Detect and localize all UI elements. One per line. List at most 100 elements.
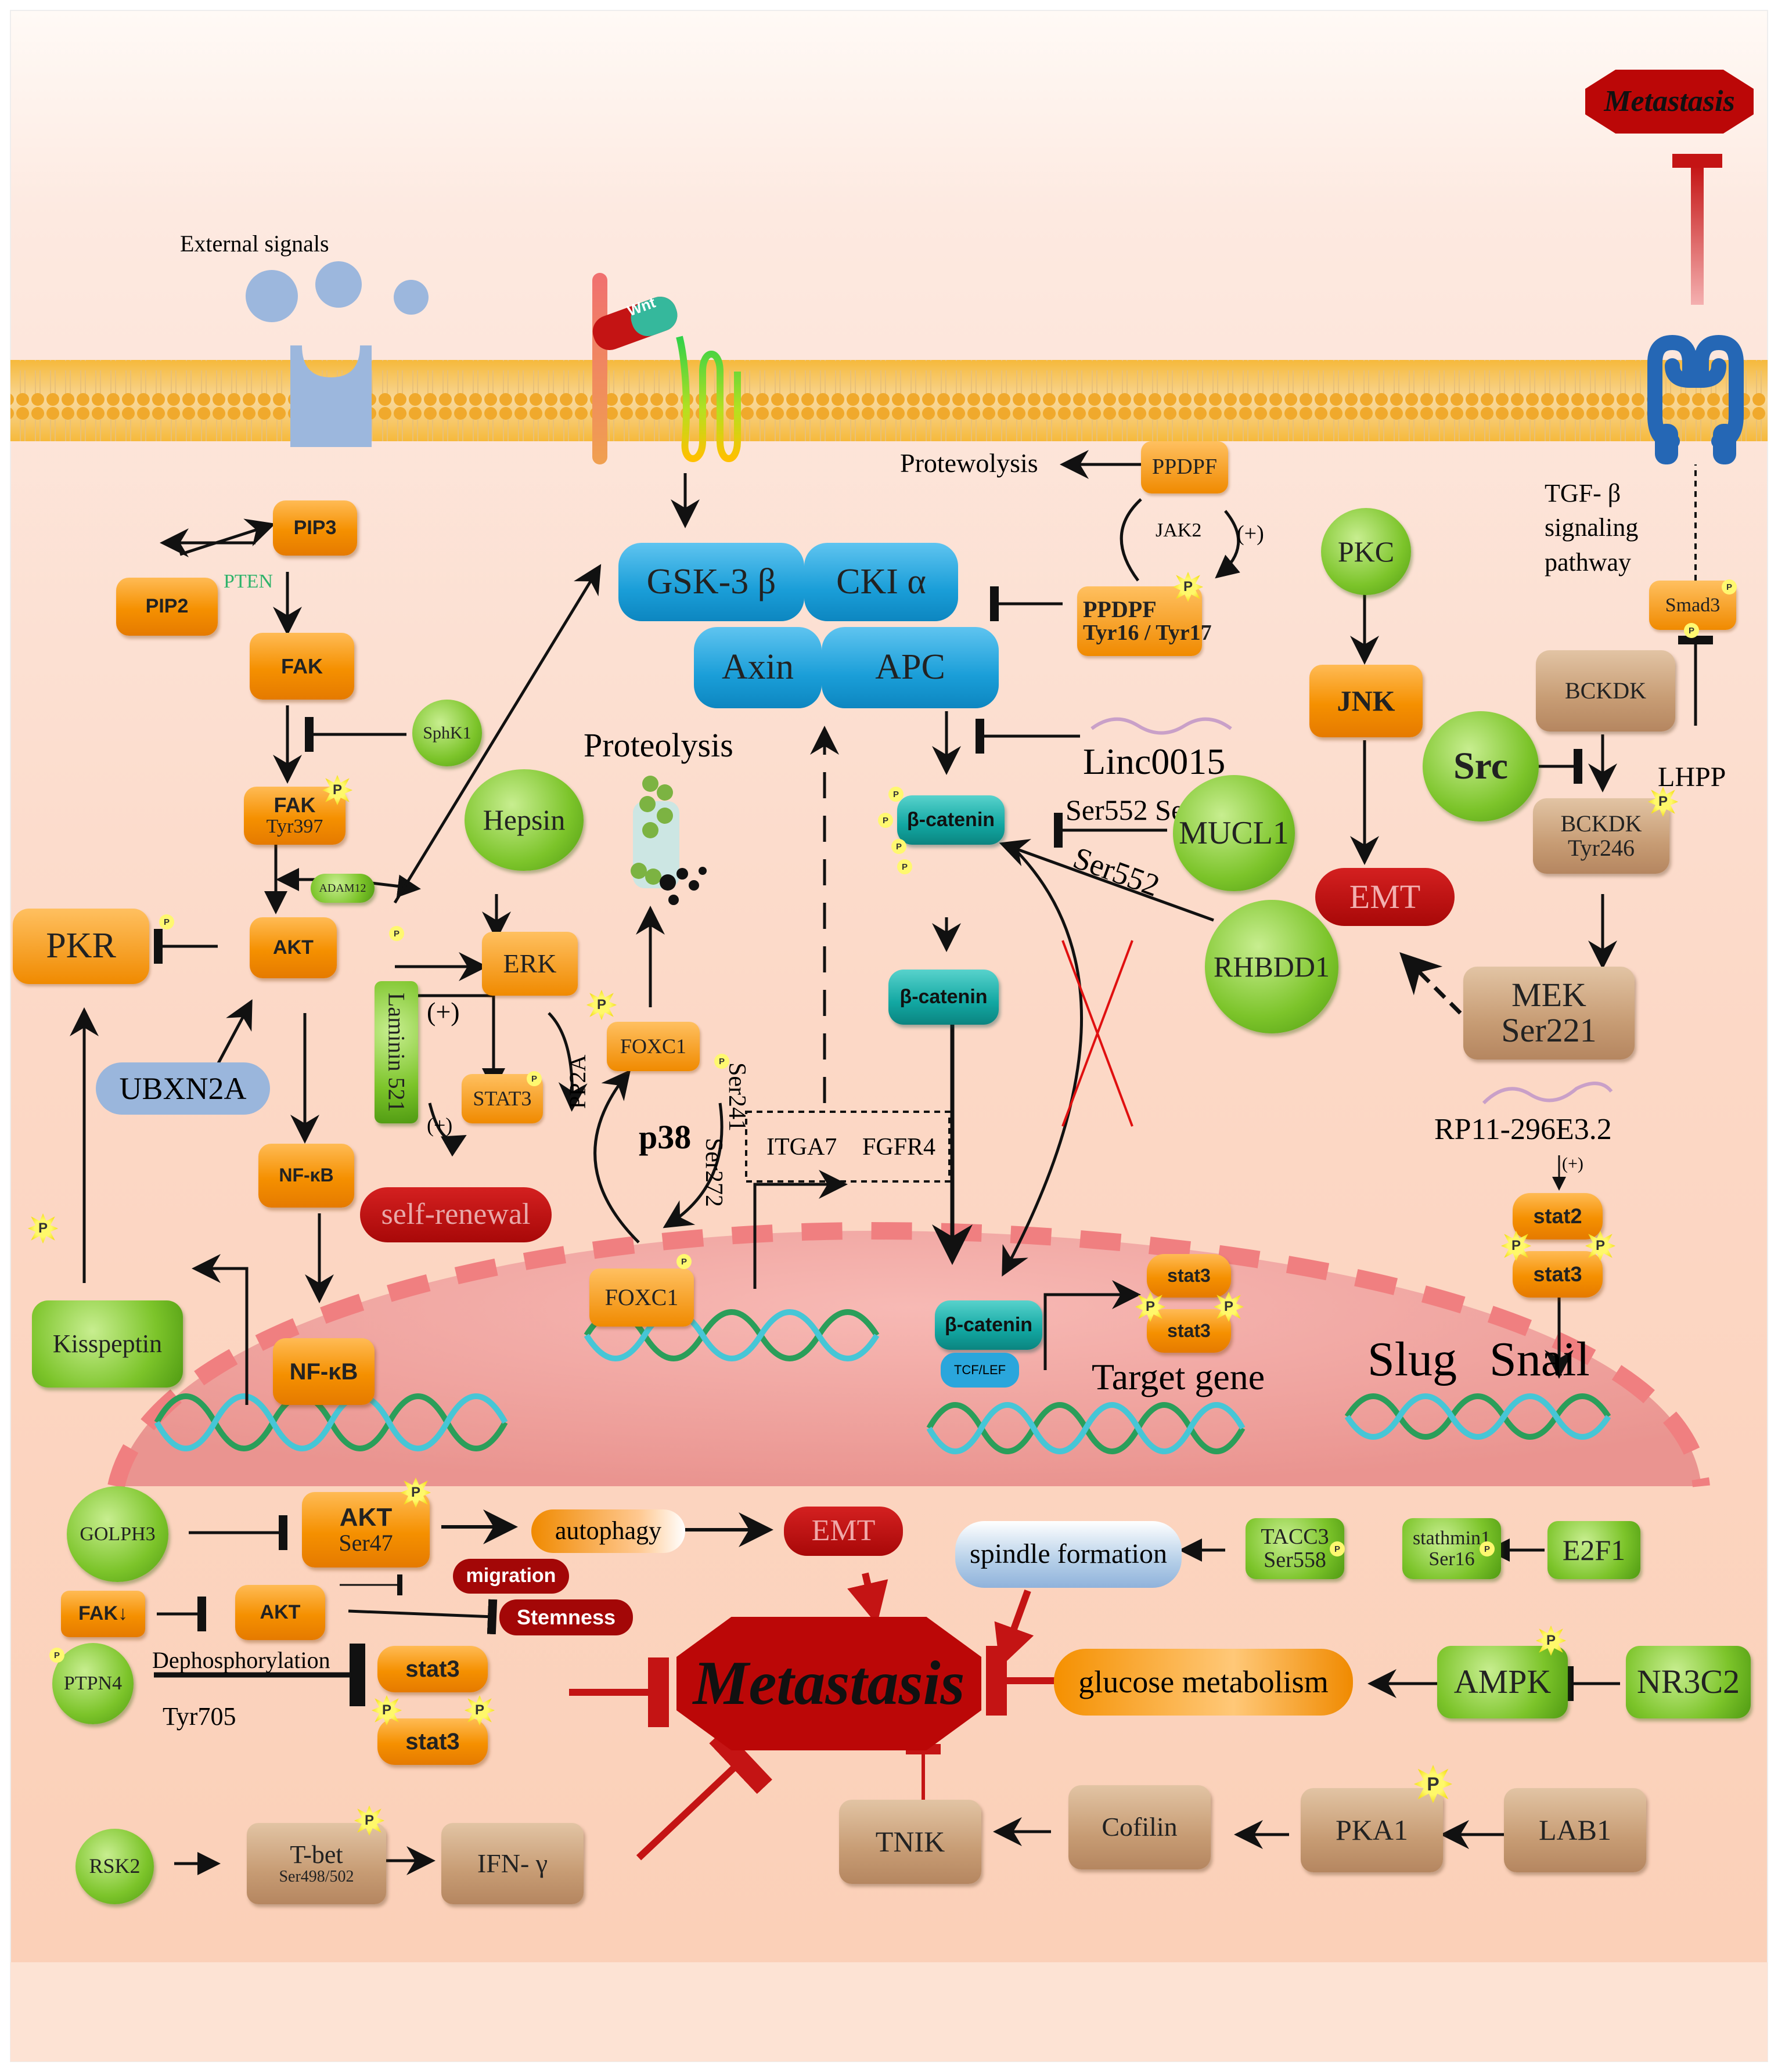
- fak-tyr397-node: FAK Tyr397: [244, 787, 345, 845]
- bckdk-site-label: Tyr246: [1568, 835, 1635, 861]
- bckdk-node: BCKDK: [1536, 650, 1675, 731]
- phospho-dot: P: [897, 859, 912, 874]
- phospho-badge: P: [1501, 1231, 1531, 1261]
- protewolysis-label: Protewolysis: [900, 448, 1038, 478]
- pip3-node: PIP3: [273, 500, 357, 556]
- lab1-node: LAB1: [1504, 1788, 1646, 1872]
- beta-catenin-node: β-catenin: [897, 795, 1005, 845]
- laminin-label: Laminin 521: [383, 992, 410, 1112]
- stathmin-label: stathmin1: [1412, 1527, 1491, 1549]
- axin-node: Axin: [694, 627, 822, 708]
- fak-site-label: Tyr397: [266, 816, 323, 838]
- migration-node: migration: [453, 1559, 569, 1594]
- dna-helix-slug: [1344, 1393, 1611, 1440]
- phospho-dot: P: [1330, 1541, 1345, 1556]
- pten-label: PTEN: [224, 571, 273, 592]
- nfkb-node: NF-κB: [258, 1144, 354, 1208]
- pip2-node: PIP2: [116, 578, 218, 636]
- ser272-label: Ser272: [700, 1138, 727, 1207]
- stat3-left-bottom-node: stat3: [377, 1718, 488, 1765]
- phospho-badge: P: [1585, 1231, 1615, 1261]
- akt-site-label: Ser47: [339, 1530, 393, 1556]
- phospho-badge: P: [372, 1695, 402, 1725]
- autophagy-node: autophagy: [531, 1509, 685, 1553]
- pka1-node: PKA1: [1301, 1788, 1443, 1872]
- nfkb-nuclear-node: NF-κB: [273, 1338, 375, 1405]
- phospho-dot: P: [49, 1648, 64, 1663]
- ptpn4-node: PTPN4: [52, 1643, 134, 1724]
- nr3c2-node: NR3C2: [1626, 1646, 1751, 1718]
- gsk3b-node: GSK-3 β: [618, 543, 804, 621]
- phospho-badge: P: [354, 1806, 384, 1836]
- stat2-node: stat2: [1513, 1193, 1603, 1239]
- ifn-gamma-node: IFN- γ: [441, 1823, 584, 1904]
- metastasis-node: Metastasis: [676, 1617, 981, 1750]
- fak-node: FAK: [250, 633, 354, 700]
- smad3-node: Smad3: [1649, 581, 1736, 630]
- plus-label: (+): [1562, 1154, 1583, 1173]
- tcf-lef-node: TCF/LEF: [941, 1353, 1019, 1388]
- tgf-beta-label: TGF- β signaling pathway: [1545, 479, 1639, 576]
- tbet-node: T-bet Ser498/502: [247, 1823, 386, 1904]
- plus-label: (+): [427, 1114, 453, 1137]
- dna-helix-target: [926, 1402, 1246, 1454]
- rp11-label: RP11-296E3.2: [1434, 1113, 1612, 1146]
- akt-label: AKT: [339, 1502, 393, 1532]
- jnk-node: JNK: [1309, 665, 1423, 737]
- p38-label: p38: [639, 1118, 692, 1156]
- phospho-badge: P: [465, 1695, 495, 1725]
- kisspeptin-node: Kisspeptin: [32, 1300, 183, 1388]
- akt-ser47-node: AKT Ser47: [302, 1492, 430, 1567]
- self-renewal-node: self-renewal: [360, 1187, 552, 1242]
- fak-down-node: FAK↓: [61, 1591, 145, 1637]
- tbet-label: T-bet: [290, 1840, 343, 1869]
- mek-ser221-node: MEK Ser221: [1463, 967, 1635, 1060]
- pkr-node: PKR: [13, 909, 149, 984]
- lhpp-label: LHPP: [1658, 762, 1726, 792]
- tbet-site-label: Ser498/502: [279, 1868, 354, 1886]
- phospho-badge: P: [401, 1478, 431, 1508]
- phospho-dot: P: [527, 1071, 542, 1086]
- tacc3-label: TACC3: [1261, 1524, 1329, 1549]
- phospho-badge: P: [1414, 1765, 1452, 1803]
- phospho-dot: P: [891, 839, 906, 854]
- external-signals-label: External signals: [180, 230, 329, 257]
- mek-label: MEK: [1511, 976, 1586, 1014]
- linc0015-label: Linc0015: [1083, 741, 1226, 782]
- tnik-node: TNIK: [839, 1800, 981, 1884]
- phospho-dot: P: [676, 1254, 692, 1269]
- proteolysis-label: Proteolysis: [584, 726, 733, 764]
- stat3-dimer-top-node: stat3: [1147, 1254, 1231, 1298]
- mek-site-label: Ser221: [1501, 1011, 1597, 1049]
- phospho-dot: P: [389, 926, 404, 941]
- ppdpf-p-label: PPDPF: [1083, 596, 1157, 623]
- tacc3-site-label: Ser558: [1264, 1547, 1326, 1572]
- beta-catenin-node: β-catenin: [888, 970, 999, 1025]
- bckdk-p-label: BCKDK: [1560, 810, 1642, 837]
- pp2a-label: PP2A: [564, 1054, 591, 1109]
- phospho-dot: P: [714, 1054, 729, 1069]
- laminin-521-node: Laminin 521: [375, 981, 418, 1123]
- rsk2-node: RSK2: [75, 1829, 154, 1904]
- cki-alpha-node: CKI α: [804, 543, 958, 621]
- phospho-dot: P: [878, 813, 893, 828]
- ser241-label: Ser241: [724, 1062, 750, 1132]
- snail-label: Snail: [1489, 1332, 1590, 1386]
- akt-node: AKT: [250, 917, 337, 978]
- beta-catenin-nuclear-node: β-catenin: [935, 1300, 1042, 1350]
- ubxn2a-node: UBXN2A: [96, 1062, 270, 1115]
- fak-p-label: FAK: [273, 793, 316, 817]
- target-gene-label: Target gene: [1092, 1356, 1265, 1397]
- fgfr4-label: FGFR4: [862, 1134, 936, 1161]
- tacc3-node: TACC3 Ser558: [1246, 1518, 1344, 1579]
- top-metastasis-node: Metastasis: [1585, 70, 1754, 134]
- ppdpf-site-label: Tyr16 / Tyr17: [1083, 621, 1212, 646]
- phospho-dot: P: [159, 914, 174, 929]
- pkc-node: PKC: [1321, 508, 1411, 595]
- apc-node: APC: [822, 627, 999, 708]
- stemness-node: Stemness: [499, 1599, 633, 1635]
- phospho-dot: P: [888, 787, 904, 802]
- cofilin-node: Cofilin: [1068, 1785, 1211, 1869]
- stat3-right-node: stat3: [1513, 1251, 1603, 1298]
